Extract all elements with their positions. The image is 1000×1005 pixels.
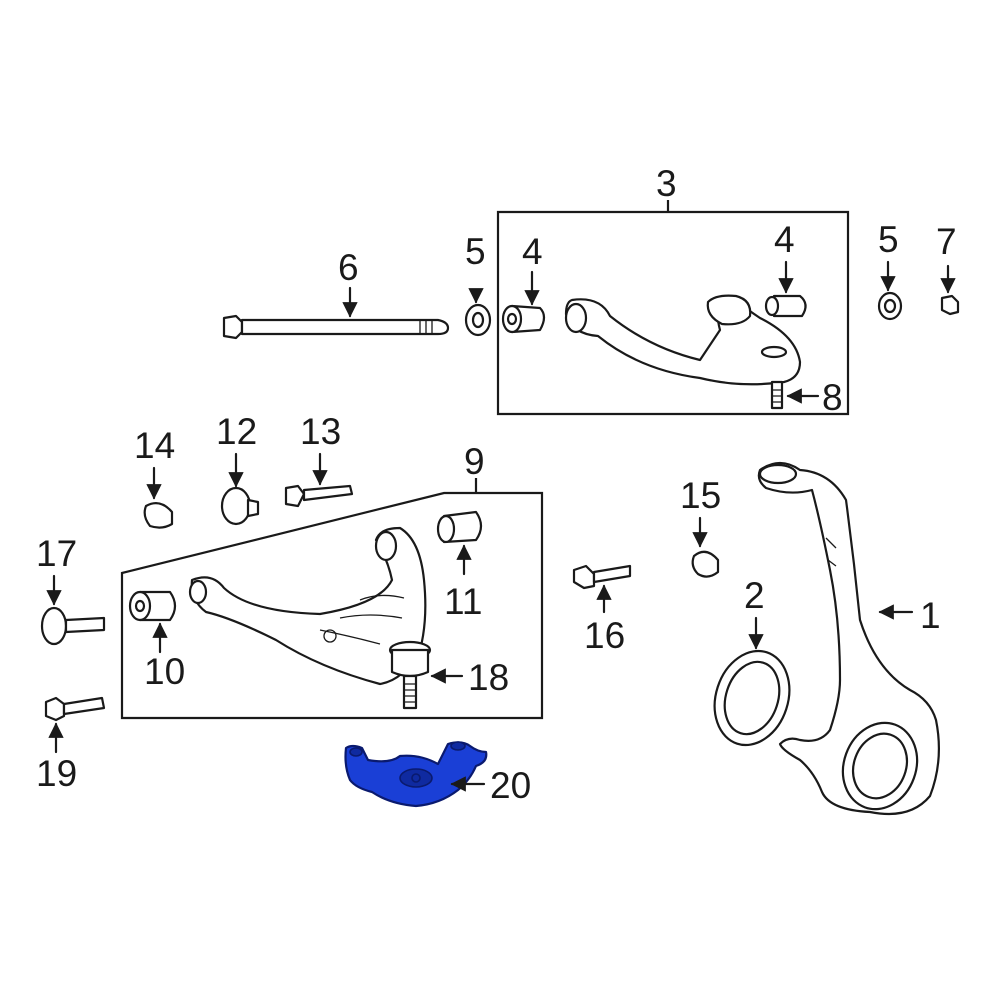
- ball-joint-part[interactable]: [388, 640, 432, 710]
- callout-9[interactable]: 9: [464, 441, 485, 482]
- upper-control-arm-part[interactable]: [564, 294, 802, 410]
- callout-2[interactable]: 2: [744, 575, 765, 616]
- lower-control-arm-part[interactable]: [188, 526, 427, 686]
- callout-19[interactable]: 19: [36, 753, 77, 794]
- callout-5b[interactable]: 5: [878, 219, 899, 260]
- callout-10[interactable]: 10: [144, 651, 185, 692]
- cam-part-12[interactable]: [220, 486, 260, 526]
- bolt-part-19[interactable]: [44, 696, 106, 722]
- bolt-part-16[interactable]: [572, 564, 632, 590]
- callout-1[interactable]: 1: [920, 595, 941, 636]
- callout-15[interactable]: 15: [680, 475, 721, 516]
- lower-arm-group-box: [120, 478, 544, 720]
- nut-part-top[interactable]: [940, 294, 960, 316]
- highlighted-bracket-part[interactable]: [344, 741, 488, 808]
- bolt-part-13[interactable]: [284, 484, 354, 508]
- washer-part-right[interactable]: [877, 291, 903, 321]
- callout-7[interactable]: 7: [936, 221, 957, 262]
- nut-part-14[interactable]: [143, 501, 174, 529]
- upper-arm-group-box: [496, 200, 850, 416]
- nut-part-15[interactable]: [691, 550, 720, 578]
- callout-4a[interactable]: 4: [522, 231, 543, 272]
- callout-14[interactable]: 14: [134, 425, 175, 466]
- callout-11[interactable]: 11: [444, 581, 482, 622]
- callout-3[interactable]: 3: [656, 163, 677, 204]
- bushing-part-10[interactable]: [128, 590, 177, 622]
- bushing-part-left[interactable]: [501, 304, 546, 334]
- washer-part-left[interactable]: [464, 303, 492, 337]
- callout-6[interactable]: 6: [338, 247, 359, 288]
- callout-12[interactable]: 12: [216, 411, 257, 452]
- long-bolt-part[interactable]: [222, 314, 450, 340]
- dust-seal-part[interactable]: [703, 641, 801, 755]
- cam-bolt-part-17[interactable]: [40, 606, 106, 646]
- callout-labels: 1 2 3 4 4 5 5 6 7 8 9 10 11 12 13 14 15 …: [36, 163, 957, 806]
- bushing-part-11[interactable]: [436, 510, 483, 544]
- callout-8[interactable]: 8: [822, 377, 843, 418]
- callout-13[interactable]: 13: [300, 411, 341, 452]
- callout-5a[interactable]: 5: [465, 231, 486, 272]
- callout-4b[interactable]: 4: [774, 219, 795, 260]
- bushing-part-right[interactable]: [764, 294, 807, 318]
- callout-17[interactable]: 17: [36, 533, 77, 574]
- callout-20[interactable]: 20: [490, 765, 531, 806]
- callout-18[interactable]: 18: [468, 657, 509, 698]
- leader-lines: [46, 260, 956, 792]
- callout-16[interactable]: 16: [584, 615, 625, 656]
- steering-knuckle-part[interactable]: [757, 461, 940, 820]
